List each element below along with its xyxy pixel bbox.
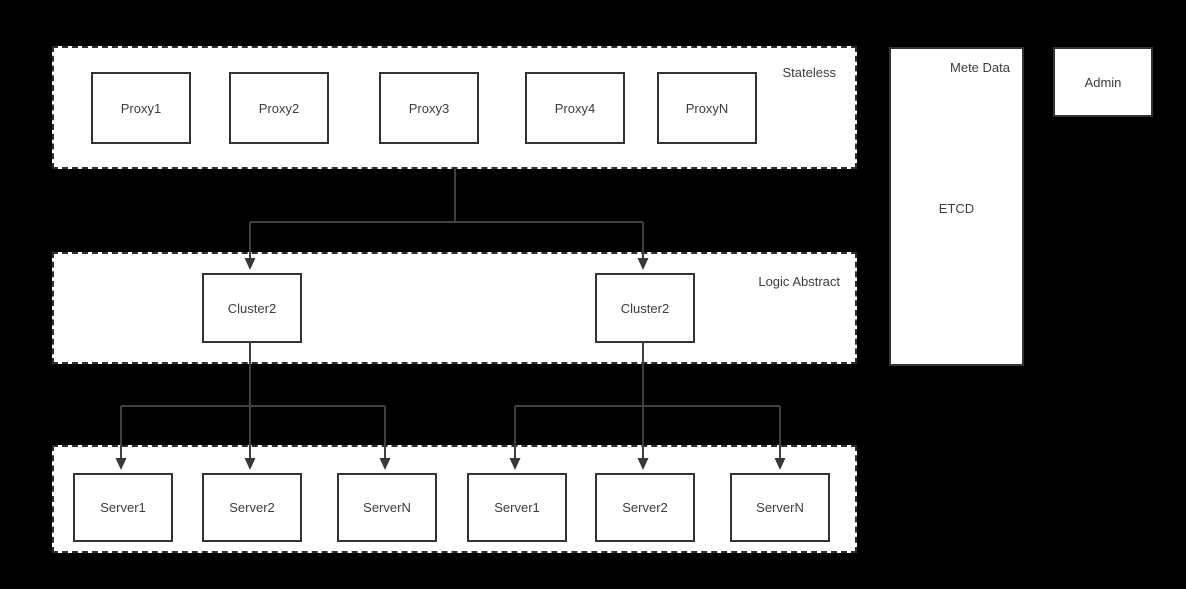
server2-node-right: Server2	[595, 473, 695, 542]
cluster-node-right: Cluster2	[595, 273, 695, 343]
server1-node-right: Server1	[467, 473, 567, 542]
server1-node-left: Server1	[73, 473, 173, 542]
etcd-label: ETCD	[938, 201, 975, 216]
servern-node-left: ServerN	[337, 473, 437, 542]
servers-zone: Server1 Server2 ServerN Server1 Server2 …	[52, 445, 857, 553]
cluster-node-left: Cluster2	[202, 273, 302, 343]
server1-left-label: Server1	[100, 500, 146, 515]
servern-right-label: ServerN	[756, 500, 804, 515]
cluster-right-label: Cluster2	[620, 300, 670, 316]
proxy1-node: Proxy1	[91, 72, 191, 144]
proxyn-label: ProxyN	[685, 100, 729, 116]
proxy3-label: Proxy3	[408, 100, 450, 116]
proxy3-node: Proxy3	[379, 72, 479, 144]
stateless-zone: Stateless Proxy1 Proxy2 Proxy3 Proxy4 Pr…	[52, 46, 857, 169]
proxy-to-clusters-connector	[249, 169, 644, 258]
servern-node-right: ServerN	[730, 473, 830, 542]
proxy2-node: Proxy2	[229, 72, 329, 144]
proxy1-label: Proxy1	[120, 100, 162, 116]
logic-abstract-zone: Logic Abstract Cluster2 Cluster2	[52, 252, 857, 364]
logic-abstract-zone-label: Logic Abstract	[758, 274, 840, 289]
proxy4-label: Proxy4	[554, 100, 596, 116]
mete-data-panel-label: Mete Data	[950, 60, 1010, 75]
server2-node-left: Server2	[202, 473, 302, 542]
server2-right-label: Server2	[622, 500, 668, 515]
mete-data-panel: Mete Data ETCD	[889, 47, 1024, 366]
stateless-zone-label: Stateless	[782, 65, 836, 80]
proxy4-node: Proxy4	[525, 72, 625, 144]
server1-right-label: Server1	[494, 500, 540, 515]
proxy2-label: Proxy2	[258, 100, 300, 116]
admin-label: Admin	[1084, 74, 1122, 90]
proxyn-node: ProxyN	[657, 72, 757, 144]
server2-left-label: Server2	[229, 500, 275, 515]
cluster-left-label: Cluster2	[227, 300, 277, 316]
admin-panel: Admin	[1053, 47, 1153, 117]
servern-left-label: ServerN	[363, 500, 411, 515]
